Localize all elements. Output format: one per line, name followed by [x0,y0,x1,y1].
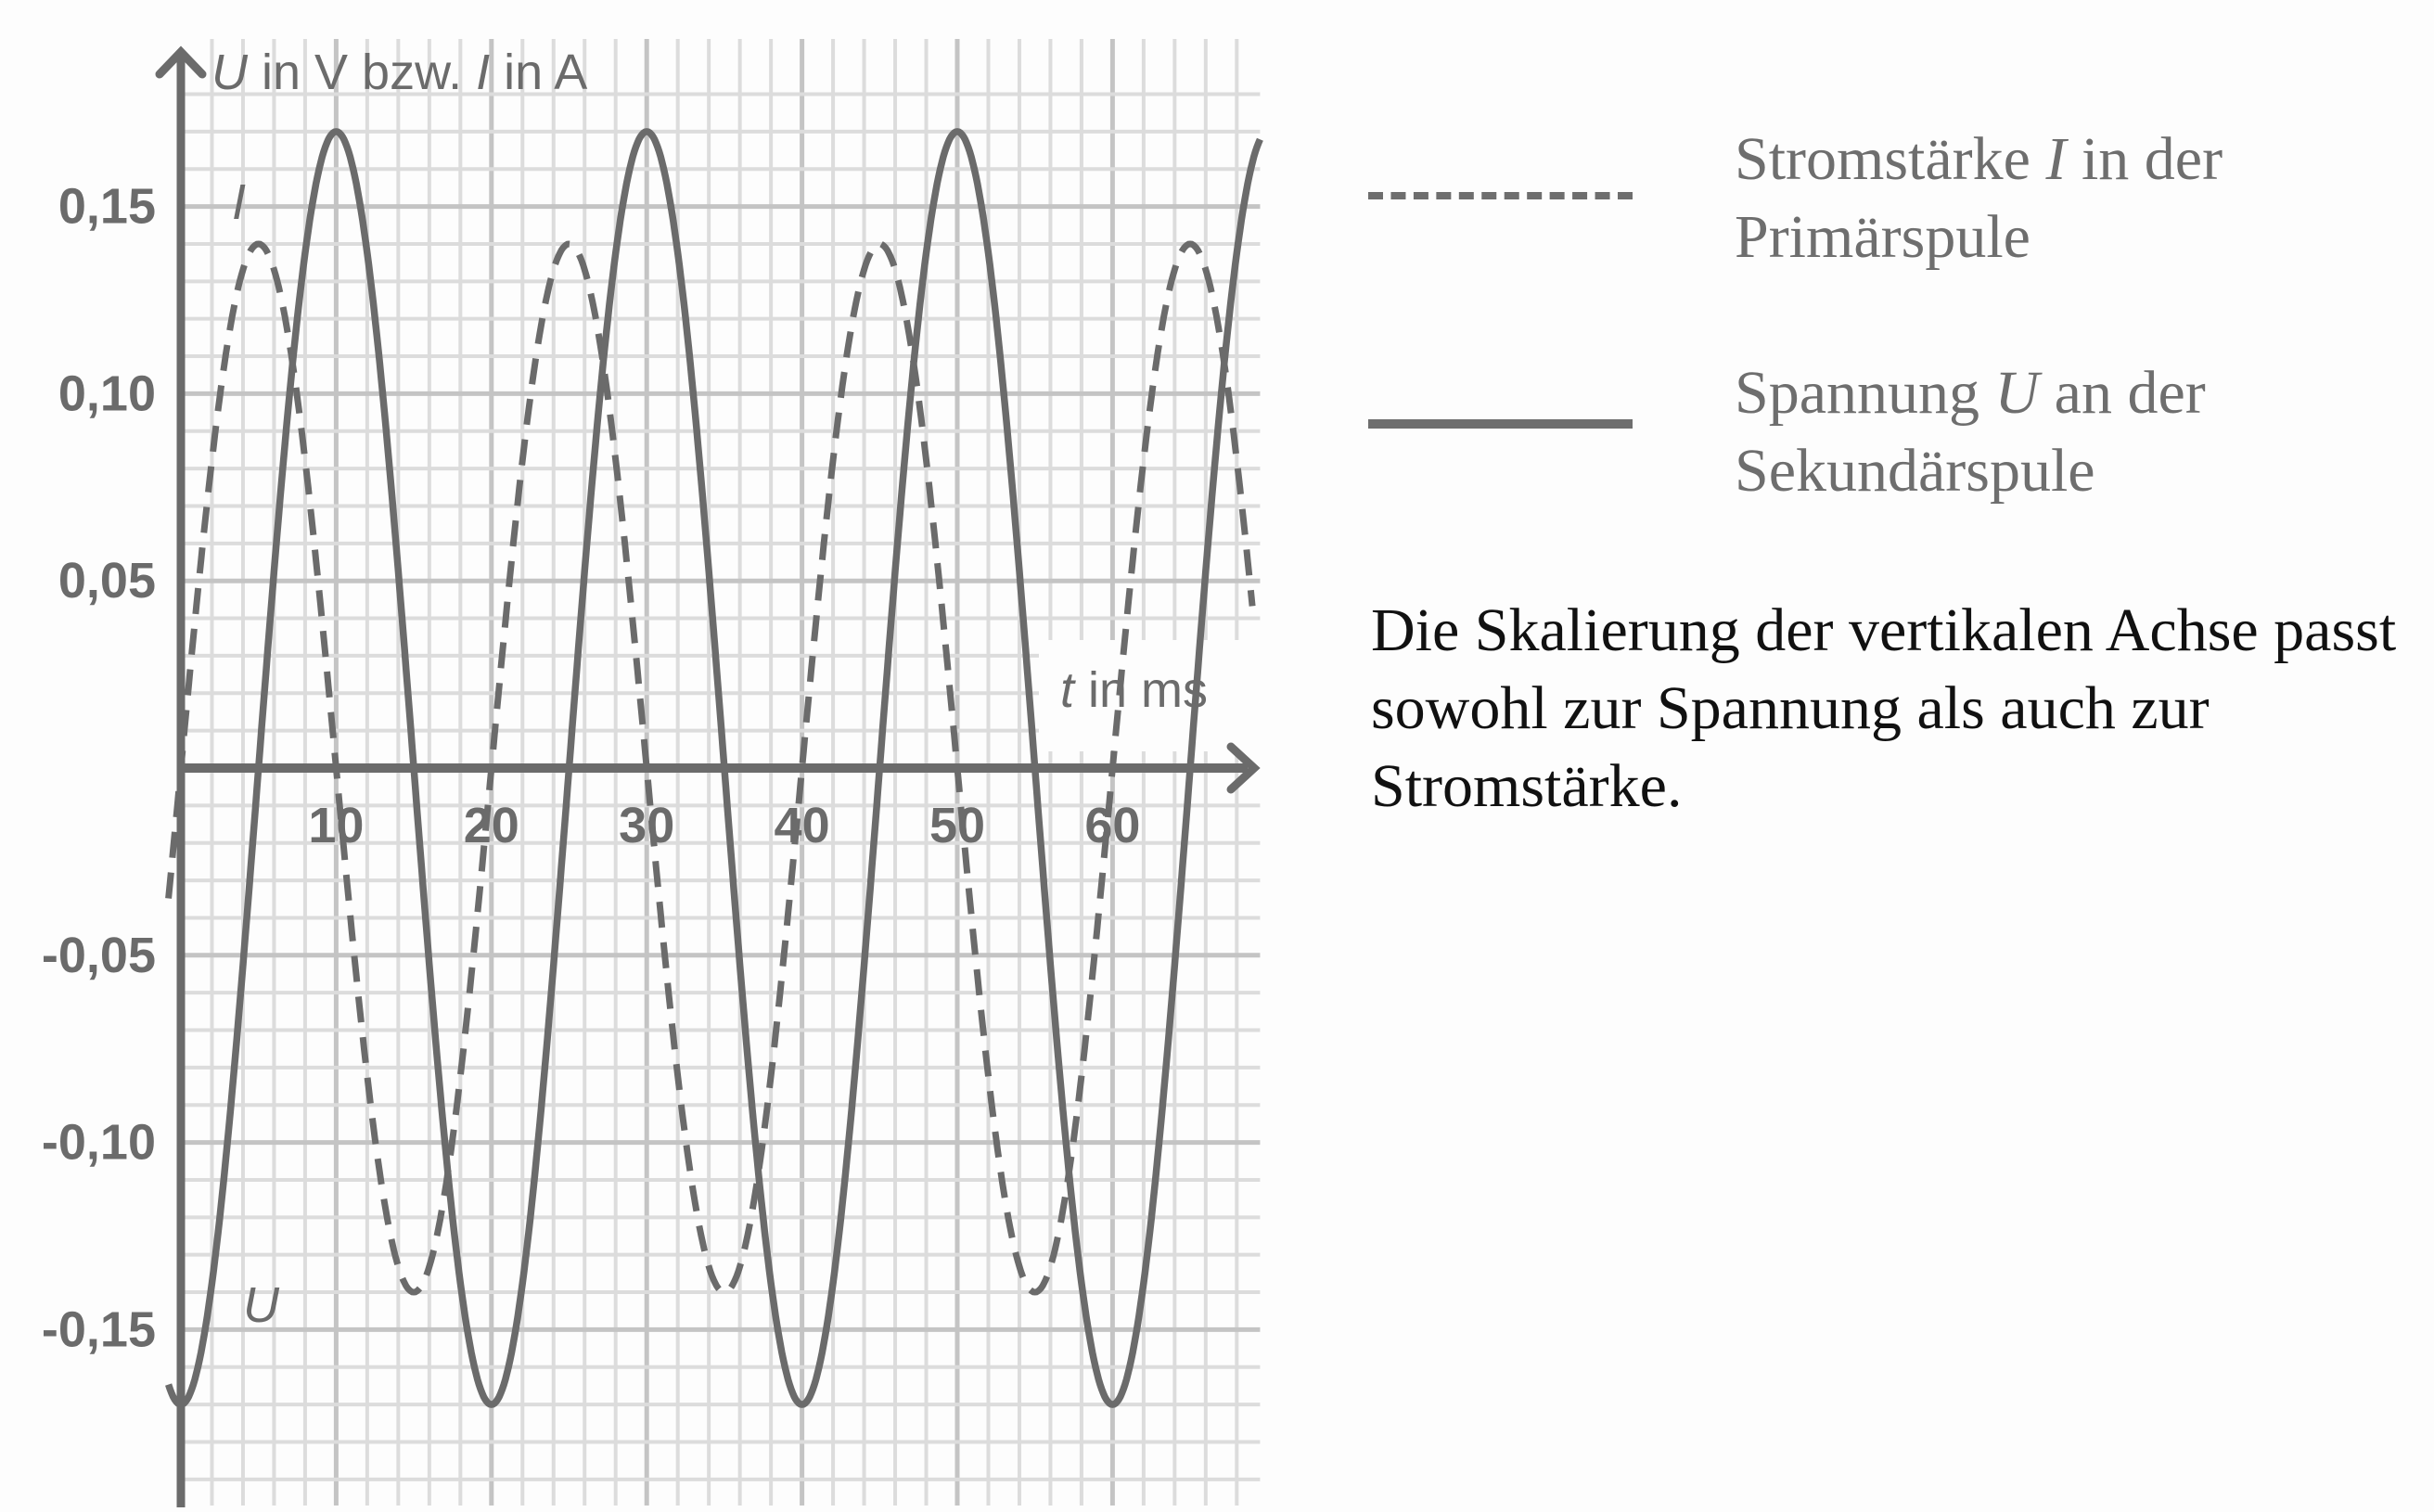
x-tick-label: 40 [775,798,830,853]
legend-current-text: Stromstärke I in der Primärspule [1735,125,2223,271]
x-tick-label: 20 [464,798,519,853]
curves [165,128,1263,1408]
legend-voltage-text: Spannung U an der Sekundärspule [1735,359,2206,505]
y-tick-label: 0,10 [58,365,156,421]
scale-note: Die Skalierung der vertikalen Achse pass… [1371,596,2397,820]
x-tick-label: 60 [1084,798,1140,853]
axes [155,45,1261,1507]
y-tick-label: 0,05 [58,553,156,609]
legend-solid-line-icon [1368,419,1633,429]
x-axis-label: t in ms [1060,662,1208,718]
y-axis-label: U in V bzw. I in A [211,45,587,100]
x-tick-label: 10 [308,798,364,853]
x-tick-label: 30 [619,798,674,853]
x-axis-label-background [1039,640,1262,751]
x-tick-label: 50 [929,798,985,853]
y-axis-arrow-icon [155,45,207,79]
voltage-curve-solid [165,128,1263,1408]
legend-dashed-line-icon [1368,192,1633,199]
y-tick-label: -0,05 [42,928,156,983]
y-tick-label: -0,15 [42,1301,156,1357]
y-tick-label: -0,10 [42,1115,156,1171]
y-tick-label: 0,15 [58,179,156,235]
curve-label-i: I [232,174,246,230]
tick-labels: 0,15 0,10 0,05 -0,05 -0,10 -0,15 10 20 30 40 50 60 [42,179,1141,1358]
current-curve-dashed [165,240,1256,1296]
curve-label-u: U [243,1277,280,1333]
x-axis-arrow-icon [1226,742,1261,794]
